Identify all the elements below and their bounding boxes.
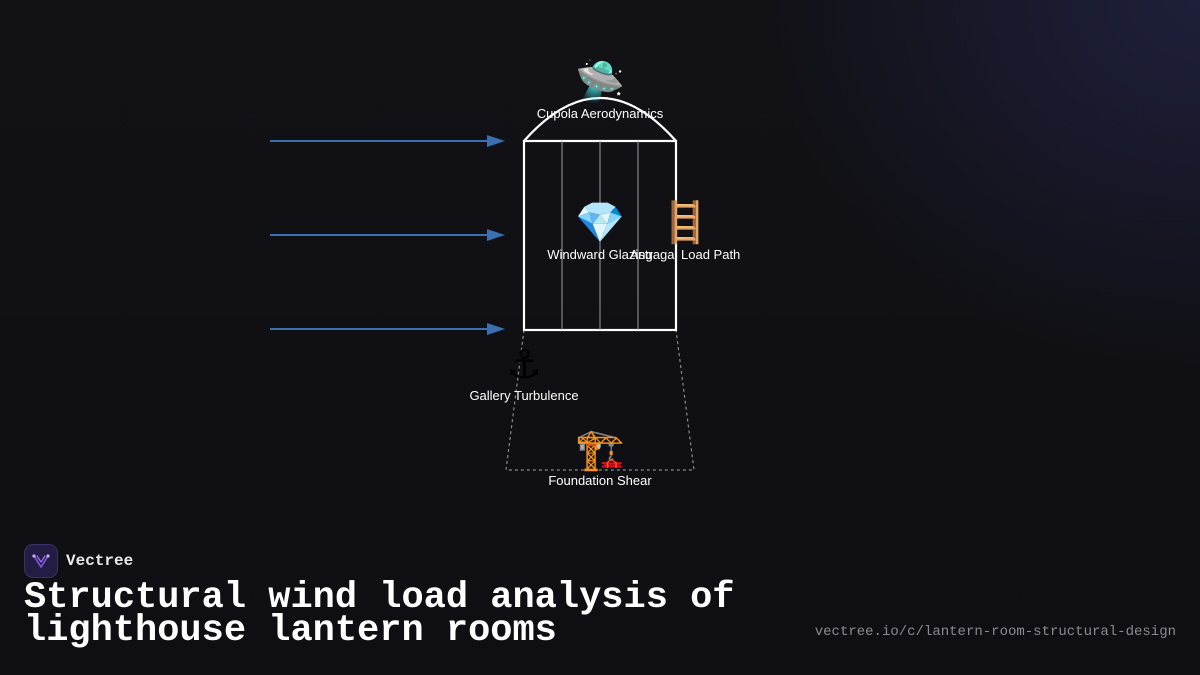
wind-arrowhead-bottom [487,323,505,335]
flying-saucer-icon: 🛸 [575,57,625,105]
node-label-gallery: Gallery Turbulence [469,388,578,403]
brand-name: Vectree [66,552,134,570]
tower-outline [505,329,695,471]
node-cupola-aerodynamics: 🛸 Cupola Aerodynamics [537,57,664,121]
vectree-logo-mark [32,554,50,568]
node-foundation-shear: 🏗️ Foundation Shear [548,427,652,488]
ladder-icon: 🪜 [660,199,710,246]
node-label-glazing: Windward Glazing [547,247,653,262]
node-astragal-load-path: 🪜 Astragal Load Path [630,199,741,262]
node-label-foundation: Foundation Shear [548,473,652,488]
source-url[interactable]: vectree.io/c/lantern-room-structural-des… [814,624,1176,640]
crane-icon: 🏗️ [575,427,625,473]
gem-icon: 💎 [575,200,625,246]
cupola-dome [523,97,677,142]
wind-arrows [270,135,505,335]
node-label-cupola: Cupola Aerodynamics [537,106,664,121]
anchor-icon: ⚓ [506,342,542,388]
page-title: Structural wind load analysis of lightho… [24,577,735,652]
node-gallery-turbulence: ⚓ Gallery Turbulence [469,342,578,403]
mullions [561,141,639,330]
node-windward-glazing: 💎 Windward Glazing [547,200,653,262]
wind-arrowhead-top [487,135,505,147]
brand: Vectree [24,544,133,578]
wind-arrowhead-middle [487,229,505,241]
node-label-astragal: Astragal Load Path [630,247,741,262]
vectree-logo-icon [24,544,58,578]
